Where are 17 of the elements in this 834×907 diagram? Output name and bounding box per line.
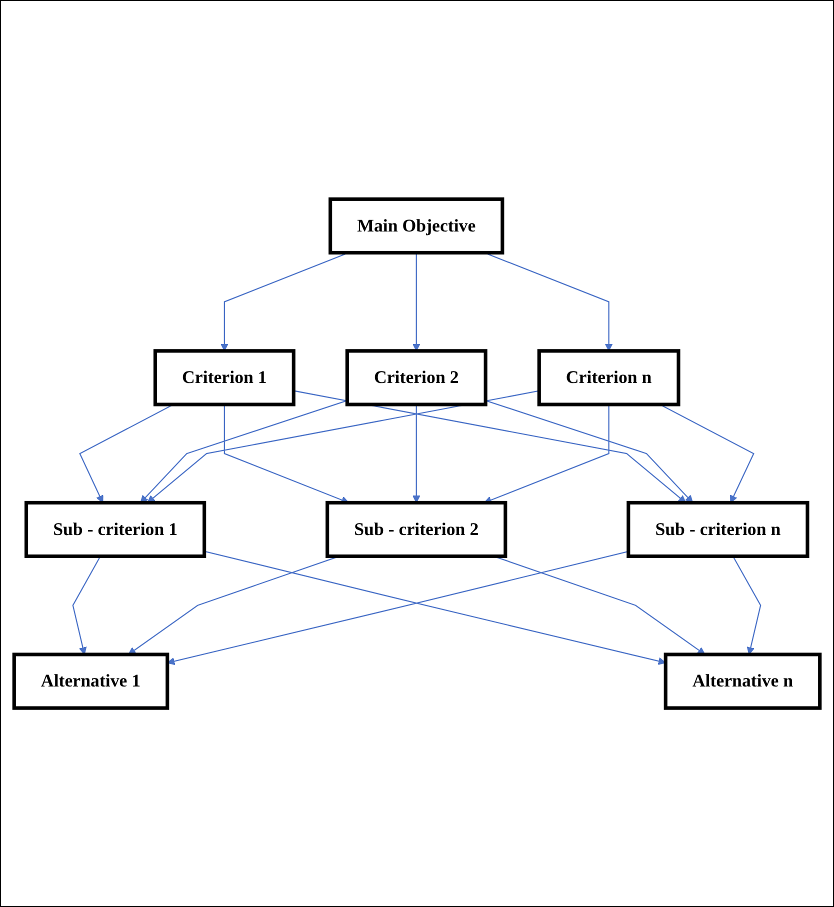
hierarchy-diagram: Main Objective Criterion 1 Criterion 2 Criterion n Sub - criterion 1 Sub - criterion 2 Sub - criterion n Alternative 1 Alternative n <box>7 192 827 716</box>
node-box <box>664 652 822 710</box>
node-box <box>326 500 508 558</box>
arrow <box>732 556 762 655</box>
arrow <box>147 390 540 503</box>
node-box <box>12 652 170 710</box>
node-box <box>345 349 488 406</box>
arrow <box>294 390 686 503</box>
arrow <box>412 252 420 352</box>
node-box <box>24 500 206 558</box>
arrow <box>412 404 420 503</box>
arrow <box>72 556 101 655</box>
node-box <box>153 349 296 406</box>
arrow <box>140 400 348 503</box>
node-box <box>537 349 680 406</box>
node-box <box>626 500 810 558</box>
node-box <box>328 197 504 254</box>
